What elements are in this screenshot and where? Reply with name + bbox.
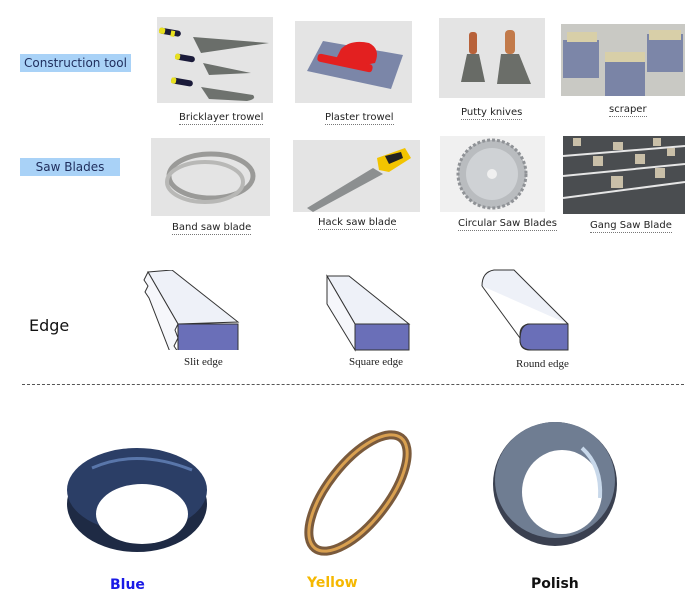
caption-bricklayer-trowel: Bricklayer trowel (179, 112, 264, 125)
yellow-steel-coil-image (296, 428, 420, 558)
caption-band-saw-blade: Band saw blade (172, 222, 252, 235)
caption-round-edge: Round edge (516, 358, 569, 370)
scraper-image (561, 24, 685, 96)
plaster-trowel-image (295, 21, 412, 103)
blue-steel-coil-image (62, 440, 212, 555)
caption-square-edge: Square edge (349, 356, 404, 368)
round-edge-diagram (478, 268, 570, 352)
bricklayer-trowel-image (157, 17, 273, 103)
gang-saw-blade-image (563, 136, 685, 214)
finish-label-yellow: Yellow (307, 575, 358, 591)
polish-steel-coil-image (490, 418, 620, 548)
category-label-saw-blades: Saw Blades (20, 158, 120, 176)
caption-hack-saw-blade: Hack saw blade (318, 217, 397, 230)
circular-saw-blade-image (440, 136, 545, 212)
category-label-construction-tool: Construction tool (20, 54, 131, 72)
square-edge-diagram (325, 274, 411, 354)
caption-slit-edge: Slit edge (184, 356, 223, 368)
putty-knives-image (439, 18, 545, 98)
band-saw-blade-image (151, 138, 270, 216)
caption-putty-knives: Putty knives (461, 107, 523, 120)
hack-saw-blade-image (293, 140, 420, 212)
caption-circular-saw-blades: Circular Saw Blades (458, 218, 557, 231)
caption-gang-saw-blade: Gang Saw Blade (590, 220, 672, 233)
finish-label-polish: Polish (531, 576, 579, 592)
caption-plaster-trowel: Plaster trowel (325, 112, 394, 125)
dashed-divider (22, 384, 684, 385)
slit-edge-diagram (140, 270, 240, 350)
caption-scraper: scraper (609, 104, 647, 117)
finish-label-blue: Blue (110, 577, 145, 593)
section-title-edge: Edge (29, 316, 70, 335)
